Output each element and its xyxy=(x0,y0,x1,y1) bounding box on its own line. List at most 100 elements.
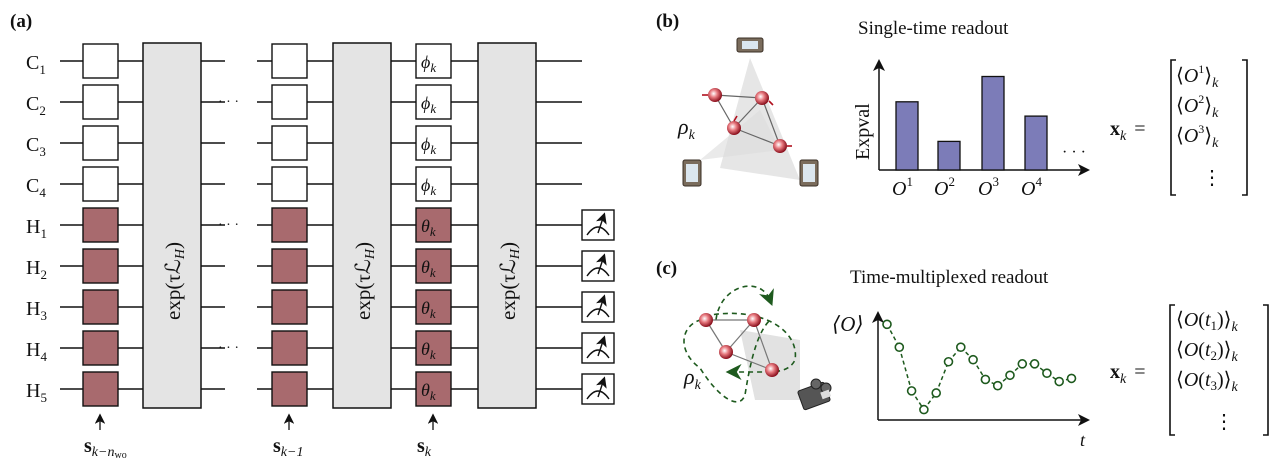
meter-needle xyxy=(596,294,607,316)
theta-gate xyxy=(415,371,452,407)
x-axis-label: t xyxy=(1080,430,1086,450)
qubit-label: H2 xyxy=(26,257,47,282)
meter-needle xyxy=(596,253,607,275)
bar xyxy=(937,140,961,171)
data-point xyxy=(968,354,978,365)
input-gate xyxy=(82,330,119,366)
spin-qubits xyxy=(702,88,792,153)
meter-arc xyxy=(586,226,610,236)
theta-gate-label: θk xyxy=(421,380,436,403)
y-axis-label: ⟨O⟩ xyxy=(832,312,864,336)
meter-arc xyxy=(586,390,610,400)
input-gate xyxy=(271,371,308,407)
qubit-label: C4 xyxy=(26,175,46,200)
data-point xyxy=(943,356,954,367)
panel-c: (c) Time-multiplexed readout xyxy=(656,258,1269,450)
panel-c-title: Time-multiplexed readout xyxy=(850,267,1049,288)
qubit-label: H4 xyxy=(26,339,47,364)
meter-frame xyxy=(581,291,615,323)
qubit-label: H5 xyxy=(26,380,47,405)
meter-frame xyxy=(581,250,615,282)
phi-gate-label: ϕk xyxy=(421,134,436,157)
phi-gate xyxy=(415,84,452,120)
theta-gate xyxy=(415,207,452,243)
vector-entry: ⟨O(t3)⟩k xyxy=(1176,369,1238,395)
qubit-label: H3 xyxy=(26,298,47,323)
measurement-meter-icon xyxy=(581,332,615,364)
data-point xyxy=(882,319,892,330)
light-cone xyxy=(700,110,780,160)
input-gate xyxy=(82,371,119,407)
evolution-block xyxy=(477,42,537,409)
qubit-label: C2 xyxy=(26,93,46,118)
control-gate xyxy=(271,166,308,202)
input-gate xyxy=(271,330,308,366)
qubit-label: H1 xyxy=(26,216,47,241)
data-point xyxy=(1005,370,1015,381)
bar-ellipsis: · · · xyxy=(1062,144,1086,161)
input-gate xyxy=(271,289,308,325)
data-point xyxy=(1042,368,1052,379)
x-tick-label: O1 xyxy=(892,174,913,200)
qubit-label: C1 xyxy=(26,52,46,77)
reservoir-illustration-b: ρk xyxy=(677,37,819,187)
input-gate xyxy=(271,248,308,284)
panel-a-label: (a) xyxy=(10,11,32,32)
evolution-label: exp(τℒH) xyxy=(351,242,378,320)
time-series-chart: ⟨O⟩ t xyxy=(832,311,1090,450)
data-point xyxy=(955,342,966,353)
data-point xyxy=(931,388,942,398)
input-gate xyxy=(82,207,119,243)
input-label: sk−1 xyxy=(273,435,303,460)
evolution-label: exp(τℒH) xyxy=(496,242,523,320)
meter-arc xyxy=(586,308,610,318)
bracket-left xyxy=(1169,304,1175,436)
spin-icon xyxy=(755,91,769,105)
vector-entry: ⟨O3⟩k xyxy=(1176,122,1219,151)
camera-icon xyxy=(736,37,764,53)
control-gate xyxy=(271,43,308,79)
evolution-block xyxy=(332,42,392,409)
theta-gate xyxy=(415,248,452,284)
bar xyxy=(981,75,1005,171)
camera-icon xyxy=(682,159,702,187)
theta-gate-label: θk xyxy=(421,339,436,362)
ellipsis: · · · xyxy=(218,95,239,110)
panel-c-label: (c) xyxy=(656,258,677,279)
panel-b: (b) Single-time readout xyxy=(656,11,1248,200)
phi-gate xyxy=(415,43,452,79)
series-segment xyxy=(898,346,913,392)
theta-gate-label: θk xyxy=(421,216,436,239)
control-gate xyxy=(82,43,119,79)
measurement-meter-icon xyxy=(581,373,615,405)
control-gate xyxy=(271,125,308,161)
meter-frame xyxy=(581,332,615,364)
vector-entry: ⟨O(t2)⟩k xyxy=(1176,339,1238,365)
control-gate xyxy=(82,84,119,120)
theta-gate-label: θk xyxy=(421,298,436,321)
spin-icon xyxy=(747,313,761,327)
data-point xyxy=(1029,359,1040,369)
measurement-meter-icon xyxy=(581,250,615,282)
meter-frame xyxy=(581,209,615,241)
state-label-c: ρk xyxy=(683,364,702,393)
spin-icon xyxy=(708,88,722,102)
vector-entry: ⟨O2⟩k xyxy=(1176,92,1219,121)
phi-gate-label: ϕk xyxy=(421,52,436,75)
measurement-meter-icon xyxy=(581,291,615,323)
data-point xyxy=(1066,373,1077,384)
camera-icon xyxy=(799,159,819,187)
input-label: sk−nwo xyxy=(84,435,127,461)
vector-label: xk= xyxy=(1110,118,1146,144)
meter-needle xyxy=(596,212,607,234)
bracket-right xyxy=(1242,59,1248,196)
theta-gate xyxy=(415,289,452,325)
data-point xyxy=(992,380,1003,391)
measurement-meter-icon xyxy=(581,209,615,241)
panel-b-label: (b) xyxy=(656,11,679,32)
ellipsis: · · · xyxy=(218,341,239,356)
bar xyxy=(1024,115,1048,171)
